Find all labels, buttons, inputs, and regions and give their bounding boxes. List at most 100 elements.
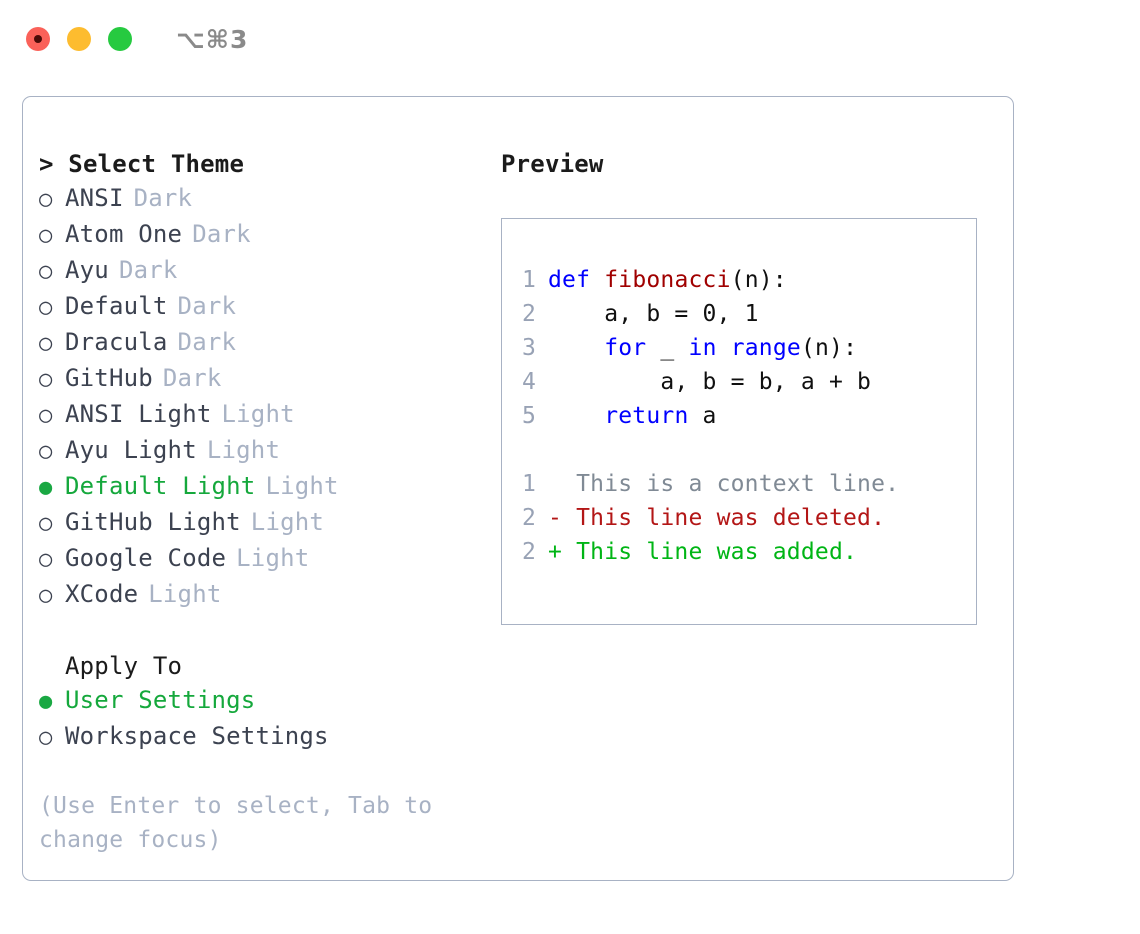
apply-to-option-label: Workspace Settings <box>65 722 329 750</box>
code-token: in <box>688 335 717 361</box>
theme-category-label: Light <box>221 400 295 428</box>
code-line: 5 return a <box>502 399 976 433</box>
zoom-button-icon[interactable] <box>108 27 132 51</box>
theme-category-label: Dark <box>133 184 193 212</box>
theme-list-item[interactable]: ○ XCode Light <box>39 577 489 613</box>
theme-name-label: GitHub <box>65 364 153 392</box>
code-token: a, b = 0, 1 <box>548 301 759 327</box>
line-number: 1 <box>521 471 536 497</box>
theme-list-item[interactable]: ○ ANSI Light Light <box>39 397 489 433</box>
title-bar: ⌥⌘3 <box>0 0 1140 78</box>
radio-unselected-icon: ○ <box>39 403 53 428</box>
theme-name-label: GitHub Light <box>65 508 241 536</box>
theme-name-label: Dracula <box>65 328 168 356</box>
code-token: return <box>604 403 689 429</box>
code-token <box>548 335 604 361</box>
theme-name-label: XCode <box>65 580 139 608</box>
line-number: 3 <box>521 335 536 361</box>
code-token <box>548 403 604 429</box>
theme-category-label: Light <box>236 544 310 572</box>
radio-unselected-icon: ○ <box>39 583 53 608</box>
radio-selected-icon: ● <box>39 475 53 500</box>
diff-line: 1 This is a context line. <box>502 467 976 501</box>
theme-list-item[interactable]: ○ GitHub Dark <box>39 361 489 397</box>
theme-category-label: Light <box>148 580 222 608</box>
theme-list-item[interactable]: ● Default Light Light <box>39 469 489 505</box>
theme-category-label: Dark <box>177 292 237 320</box>
code-token <box>717 335 731 361</box>
line-number: 1 <box>521 267 536 293</box>
theme-list-item[interactable]: ○ GitHub Light Light <box>39 505 489 541</box>
theme-category-label: Dark <box>162 364 222 392</box>
apply-to-label: Apply To <box>65 652 183 680</box>
theme-name-label: Default Light <box>65 472 256 500</box>
line-number: 5 <box>521 403 536 429</box>
diff-line-text: This is a context line. <box>548 471 900 497</box>
code-token: (n): <box>800 335 858 361</box>
code-line: 4 a, b = b, a + b <box>502 365 976 399</box>
theme-category-label: Light <box>250 508 325 536</box>
radio-unselected-icon: ○ <box>39 259 53 284</box>
theme-name-label: Ayu Light <box>65 436 197 464</box>
code-line-text: return a <box>548 399 717 433</box>
preview-title: Preview <box>501 150 604 178</box>
theme-category-label: Dark <box>192 220 251 248</box>
radio-unselected-icon: ○ <box>39 725 53 750</box>
line-number: 2 <box>521 539 536 565</box>
apply-to-list[interactable]: ●User Settings ○ Workspace Settings <box>39 683 489 755</box>
minimize-button-icon[interactable] <box>67 27 91 51</box>
diff-line-text: + This line was added. <box>548 539 858 565</box>
radio-unselected-icon: ○ <box>39 223 53 248</box>
theme-list-item[interactable]: ○ ANSI Dark <box>39 181 489 217</box>
close-button-icon[interactable] <box>26 27 50 51</box>
code-token: a <box>688 403 717 429</box>
section-spacer <box>39 613 489 649</box>
theme-name-label: Ayu <box>65 256 109 284</box>
theme-category-label: Light <box>206 436 281 464</box>
diff-line: 2- This line was deleted. <box>502 501 976 535</box>
code-token: _ <box>646 335 689 361</box>
theme-list-item[interactable]: ○ Ayu Dark <box>39 253 489 289</box>
radio-unselected-icon: ○ <box>39 367 53 392</box>
theme-name-label: ANSI <box>65 184 124 212</box>
radio-unselected-icon: ○ <box>39 187 53 212</box>
code-token: (n): <box>730 267 787 293</box>
code-line-text: a, b = 0, 1 <box>548 297 759 331</box>
radio-unselected-icon: ○ <box>39 331 53 356</box>
theme-list-item[interactable]: ○ Default Dark <box>39 289 489 325</box>
code-token: a, b = b, a + b <box>548 369 872 395</box>
theme-name-label: Atom One <box>65 220 183 248</box>
code-token: fibonacci <box>604 267 731 293</box>
apply-to-option[interactable]: ○ Workspace Settings <box>39 719 489 755</box>
code-line-text: for _ in range(n): <box>548 331 857 365</box>
apply-to-option-label: User Settings <box>65 686 256 714</box>
theme-category-label: Light <box>265 472 339 500</box>
diff-line: 2 + This line was added. <box>502 535 976 569</box>
apply-to-option[interactable]: ●User Settings <box>39 683 489 719</box>
code-line: 3 for _ in range(n): <box>502 331 976 365</box>
diff-line-text: - This line was deleted. <box>548 505 886 531</box>
radio-unselected-icon: ○ <box>39 295 53 320</box>
select-theme-header: > Select Theme <box>39 150 245 178</box>
theme-category-label: Dark <box>118 256 178 284</box>
radio-unselected-icon: ○ <box>39 547 53 572</box>
code-line-text: a, b = b, a + b <box>548 365 871 399</box>
keyboard-shortcut-label: ⌥⌘3 <box>176 24 249 54</box>
code-token: range <box>730 335 801 361</box>
theme-list-item[interactable]: ○ Atom One Dark <box>39 217 489 253</box>
theme-name-label: ANSI Light <box>65 400 212 428</box>
radio-unselected-icon: ○ <box>39 511 53 536</box>
theme-name-label: Default <box>65 292 168 320</box>
diff-sample: 1 This is a context line.2- This line wa… <box>502 467 976 569</box>
